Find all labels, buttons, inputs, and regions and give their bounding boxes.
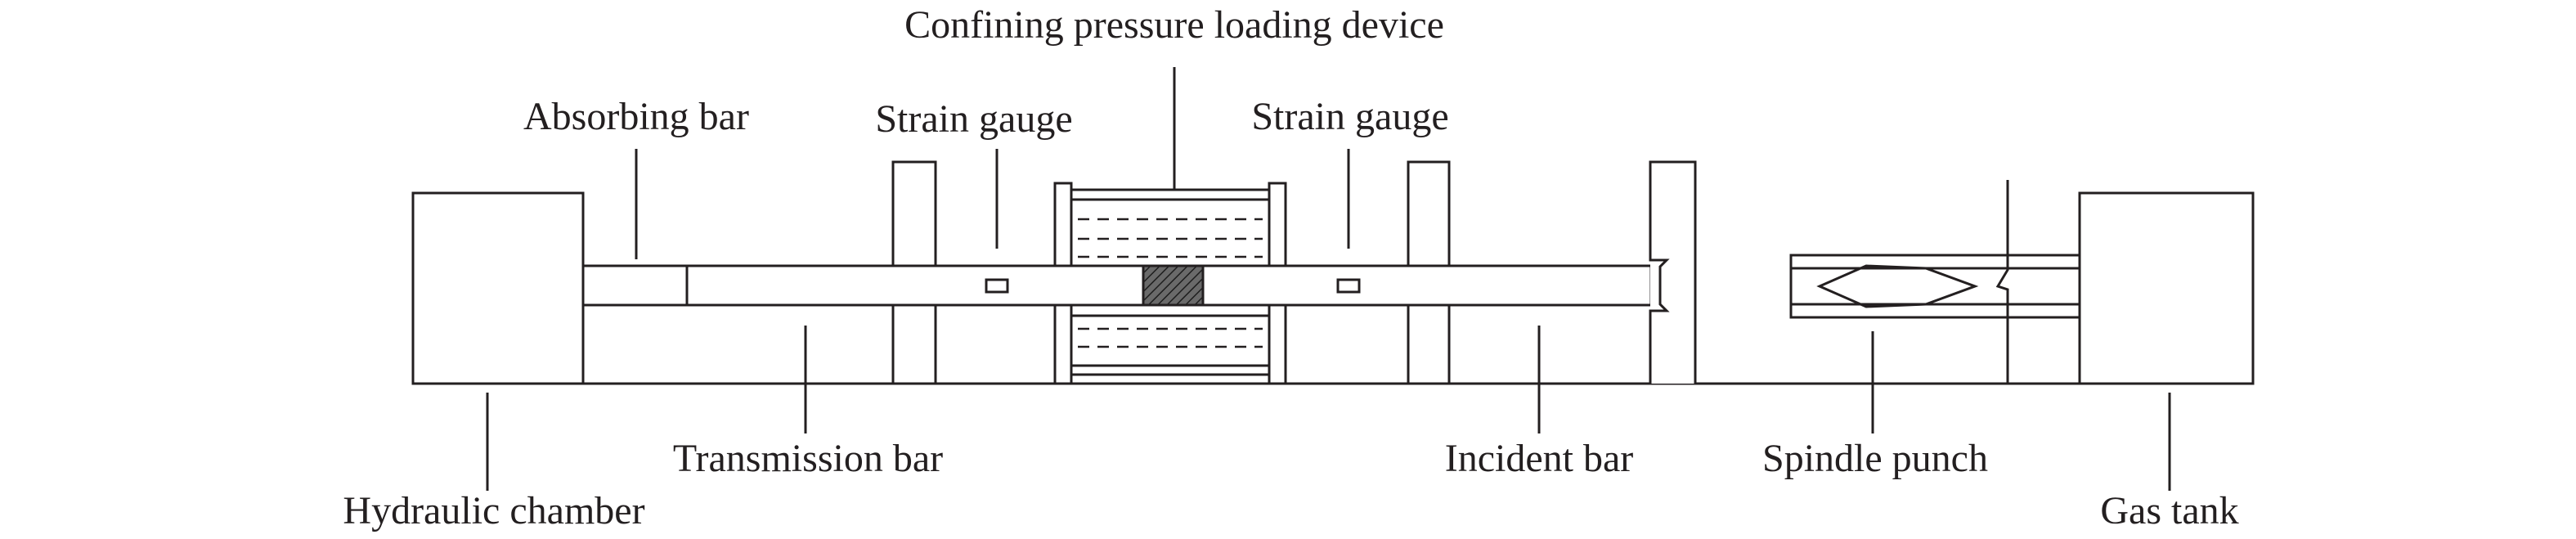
launcher-barrel — [1789, 254, 2081, 319]
specimen — [1142, 264, 1205, 307]
label-gas-tank: Gas tank — [2100, 489, 2238, 532]
gas-tank-box — [2078, 191, 2255, 385]
incident-support-block — [1649, 160, 1697, 384]
label-strain-gauge-right: Strain gauge — [1251, 95, 1448, 138]
label-strain-gauge-left: Strain gauge — [875, 97, 1072, 141]
hydraulic-chamber-box — [411, 191, 585, 385]
spindle-punch — [1816, 264, 1979, 308]
absorbing-bar — [581, 264, 689, 307]
label-spindle-punch: Spindle punch — [1762, 437, 1988, 480]
label-hydraulic-chamber: Hydraulic chamber — [343, 489, 644, 532]
label-confining-device: Confining pressure loading device — [904, 3, 1444, 47]
label-transmission-bar: Transmission bar — [673, 437, 943, 480]
strain-gauge-right — [1336, 278, 1361, 294]
incident-bar — [1201, 264, 1653, 307]
label-absorbing-bar: Absorbing bar — [523, 95, 749, 138]
transmission-bar — [685, 264, 1145, 307]
strain-gauge-left — [985, 278, 1009, 294]
valve-line — [1995, 180, 2009, 384]
label-incident-bar: Incident bar — [1445, 437, 1634, 480]
